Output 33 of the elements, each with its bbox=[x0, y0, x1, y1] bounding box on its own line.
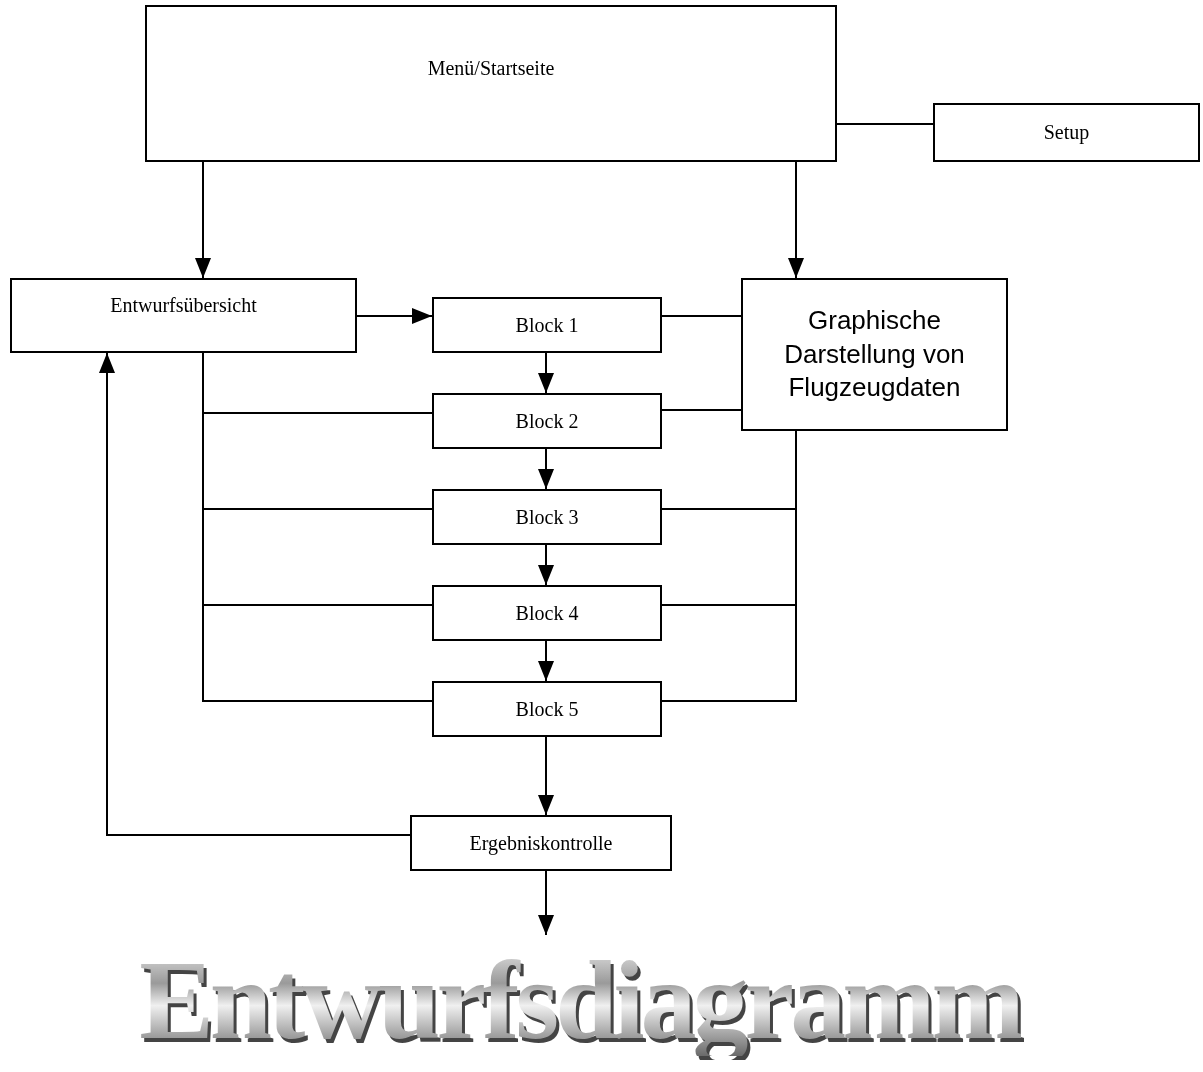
process-box bbox=[432, 489, 662, 545]
connector-line bbox=[661, 315, 742, 317]
box-label: Block 5 bbox=[515, 697, 579, 721]
box-label: Ergebniskontrolle bbox=[469, 831, 613, 855]
arrow bbox=[538, 544, 554, 586]
box-label: Setup bbox=[1043, 121, 1090, 144]
arrow bbox=[195, 161, 211, 279]
arrow bbox=[538, 870, 554, 936]
process-box bbox=[410, 815, 672, 871]
process-box bbox=[10, 278, 357, 353]
box-label: Block 3 bbox=[515, 505, 579, 529]
process-box bbox=[432, 681, 662, 737]
process-box bbox=[933, 103, 1200, 162]
process-box bbox=[741, 278, 1008, 431]
arrow bbox=[538, 352, 554, 394]
box-label: Block 2 bbox=[515, 409, 579, 433]
arrow bbox=[788, 161, 804, 279]
box-label: Entwurfsübersicht bbox=[110, 294, 257, 317]
process-box bbox=[432, 393, 662, 449]
arrow bbox=[538, 448, 554, 490]
process-box bbox=[432, 297, 662, 353]
box-label: Graphische Darstellung von Flugzeugdaten bbox=[783, 303, 966, 405]
arrow bbox=[538, 640, 554, 682]
process-box bbox=[145, 5, 837, 162]
box-label: Menü/Startseite bbox=[427, 57, 555, 80]
box-label: Block 4 bbox=[515, 601, 579, 625]
connector-line bbox=[661, 409, 742, 411]
arrow bbox=[99, 352, 411, 836]
process-box bbox=[432, 585, 662, 641]
arrow bbox=[356, 308, 433, 324]
box-label: Block 1 bbox=[515, 313, 579, 337]
connector-line bbox=[836, 123, 934, 125]
arrow bbox=[538, 736, 554, 816]
